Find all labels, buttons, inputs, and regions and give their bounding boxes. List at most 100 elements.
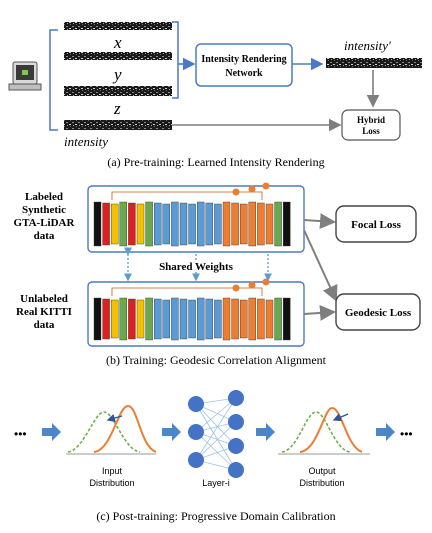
nn-edge bbox=[195, 403, 237, 447]
output-green-curve bbox=[281, 411, 351, 453]
intensity-rendering-network bbox=[195, 43, 293, 87]
flow-arrow-3 bbox=[256, 423, 275, 441]
network-layer-block bbox=[205, 202, 214, 246]
network-layer-block bbox=[136, 299, 145, 339]
fusion-node bbox=[248, 185, 256, 193]
source-label-line4: data bbox=[34, 230, 55, 242]
network-layer-block bbox=[283, 297, 291, 341]
network-layer-block bbox=[119, 201, 128, 247]
output-distribution-plot bbox=[278, 406, 370, 455]
network-layer-block bbox=[222, 201, 231, 247]
input-dist-line2: Distribution bbox=[89, 478, 134, 488]
fusion-node bbox=[248, 281, 256, 289]
lidar-strip-y-bottom bbox=[64, 86, 172, 96]
network-layer-block bbox=[283, 201, 291, 247]
nn-edge bbox=[195, 403, 237, 471]
network-layer-block bbox=[110, 203, 119, 245]
focal-loss-label: Focal Loss bbox=[351, 219, 402, 231]
network-layer-block bbox=[136, 203, 145, 245]
skip-connection bbox=[111, 287, 263, 296]
network-layer-block bbox=[93, 201, 102, 247]
flow-arrow-4 bbox=[376, 423, 395, 441]
input-green-curve bbox=[67, 411, 141, 453]
target-label-line1: Unlabeled bbox=[20, 293, 68, 305]
flow-arrow-2 bbox=[162, 423, 181, 441]
fusion-node bbox=[232, 284, 240, 292]
hybrid-loss-line2: Loss bbox=[362, 126, 380, 136]
label-x: x bbox=[113, 33, 122, 52]
network-layer-block bbox=[239, 203, 248, 245]
nn-node bbox=[228, 414, 244, 430]
source-label-line3: GTA-LiDAR bbox=[14, 217, 76, 229]
shared-weights-label: Shared Weights bbox=[159, 261, 234, 273]
ellipsis-left: ••• bbox=[14, 427, 27, 441]
xy-brace bbox=[172, 21, 179, 99]
label-intensity: intensity bbox=[64, 134, 108, 149]
source-label-line2: Synthetic bbox=[22, 204, 66, 216]
network-layer-block bbox=[93, 297, 102, 341]
computer-icon bbox=[8, 61, 42, 91]
network-layer-block bbox=[153, 298, 162, 340]
lidar-strip-x-top bbox=[64, 22, 172, 30]
network-layer-block bbox=[171, 201, 179, 247]
network-layer-block bbox=[222, 297, 231, 341]
nn-node bbox=[228, 390, 244, 406]
nn-node bbox=[188, 452, 204, 468]
geodesic-loss-box bbox=[335, 293, 421, 331]
lidar-strip-x-bottom bbox=[64, 52, 172, 60]
ellipsis-right: ••• bbox=[400, 427, 413, 441]
lidar-strip-intensity bbox=[64, 120, 172, 130]
lidar-strip-output bbox=[326, 58, 422, 68]
network-layer-block bbox=[153, 202, 162, 246]
flow-arrow-1 bbox=[42, 423, 61, 441]
target-network-blocks bbox=[93, 278, 291, 341]
network-layer-block bbox=[179, 202, 188, 246]
input-orange-curve bbox=[93, 404, 157, 453]
output-orange-curve bbox=[299, 406, 363, 453]
network-layer-block bbox=[239, 299, 248, 339]
network-layer-block bbox=[214, 203, 222, 245]
network-layer-block bbox=[265, 299, 274, 339]
skip-connection bbox=[111, 191, 263, 200]
fusion-node bbox=[262, 182, 270, 190]
caption-a: (a) Pre-training: Learned Intensity Rend… bbox=[107, 155, 324, 169]
hybrid-loss-box bbox=[341, 109, 401, 141]
input-dist-line1: Input bbox=[102, 466, 123, 476]
network-layer-block bbox=[162, 203, 171, 245]
network-layer-block bbox=[231, 202, 239, 246]
target-label-line2: Real KITTI bbox=[16, 306, 72, 318]
label-y: y bbox=[112, 65, 122, 84]
arrow-target-to-geodesic bbox=[303, 304, 336, 321]
nn-node bbox=[228, 438, 244, 454]
focal-loss-box bbox=[335, 205, 417, 243]
network-layer-block bbox=[119, 297, 128, 341]
network-layer-block bbox=[162, 299, 171, 339]
network-layer-block bbox=[102, 202, 110, 246]
network-layer-block bbox=[196, 201, 205, 247]
target-label-line3: data bbox=[34, 319, 55, 331]
network-layer-block bbox=[257, 202, 265, 246]
network-label-line1: Intensity Rendering bbox=[201, 54, 286, 65]
caption-c: (c) Post-training: Progressive Domain Ca… bbox=[96, 509, 335, 523]
network-layer-block bbox=[265, 203, 274, 245]
arrow-to-focal bbox=[303, 213, 336, 230]
geodesic-loss-label: Geodesic Loss bbox=[345, 307, 412, 319]
network-layer-block bbox=[128, 202, 136, 246]
network-layer-block bbox=[145, 297, 153, 341]
pretraining-panel: x y z intensity Intensity Rendering Netw… bbox=[8, 21, 422, 169]
network-layer-block bbox=[102, 298, 110, 340]
nn-edge bbox=[195, 397, 237, 433]
hybrid-loss-line1: Hybrid bbox=[357, 115, 385, 125]
network-layer-block bbox=[145, 201, 153, 247]
network-layer-block bbox=[188, 299, 196, 339]
source-label-line1: Labeled bbox=[25, 191, 63, 203]
nn-edge bbox=[195, 421, 237, 461]
network-layer-block bbox=[231, 298, 239, 340]
posttraining-panel: ••• Input Distribution Layer-i Output Di… bbox=[14, 390, 413, 523]
network-layer-block bbox=[214, 299, 222, 339]
network-layer-block bbox=[171, 297, 179, 341]
label-z: z bbox=[113, 99, 121, 118]
layer-i-network bbox=[188, 390, 244, 478]
network-layer-block bbox=[248, 297, 257, 341]
